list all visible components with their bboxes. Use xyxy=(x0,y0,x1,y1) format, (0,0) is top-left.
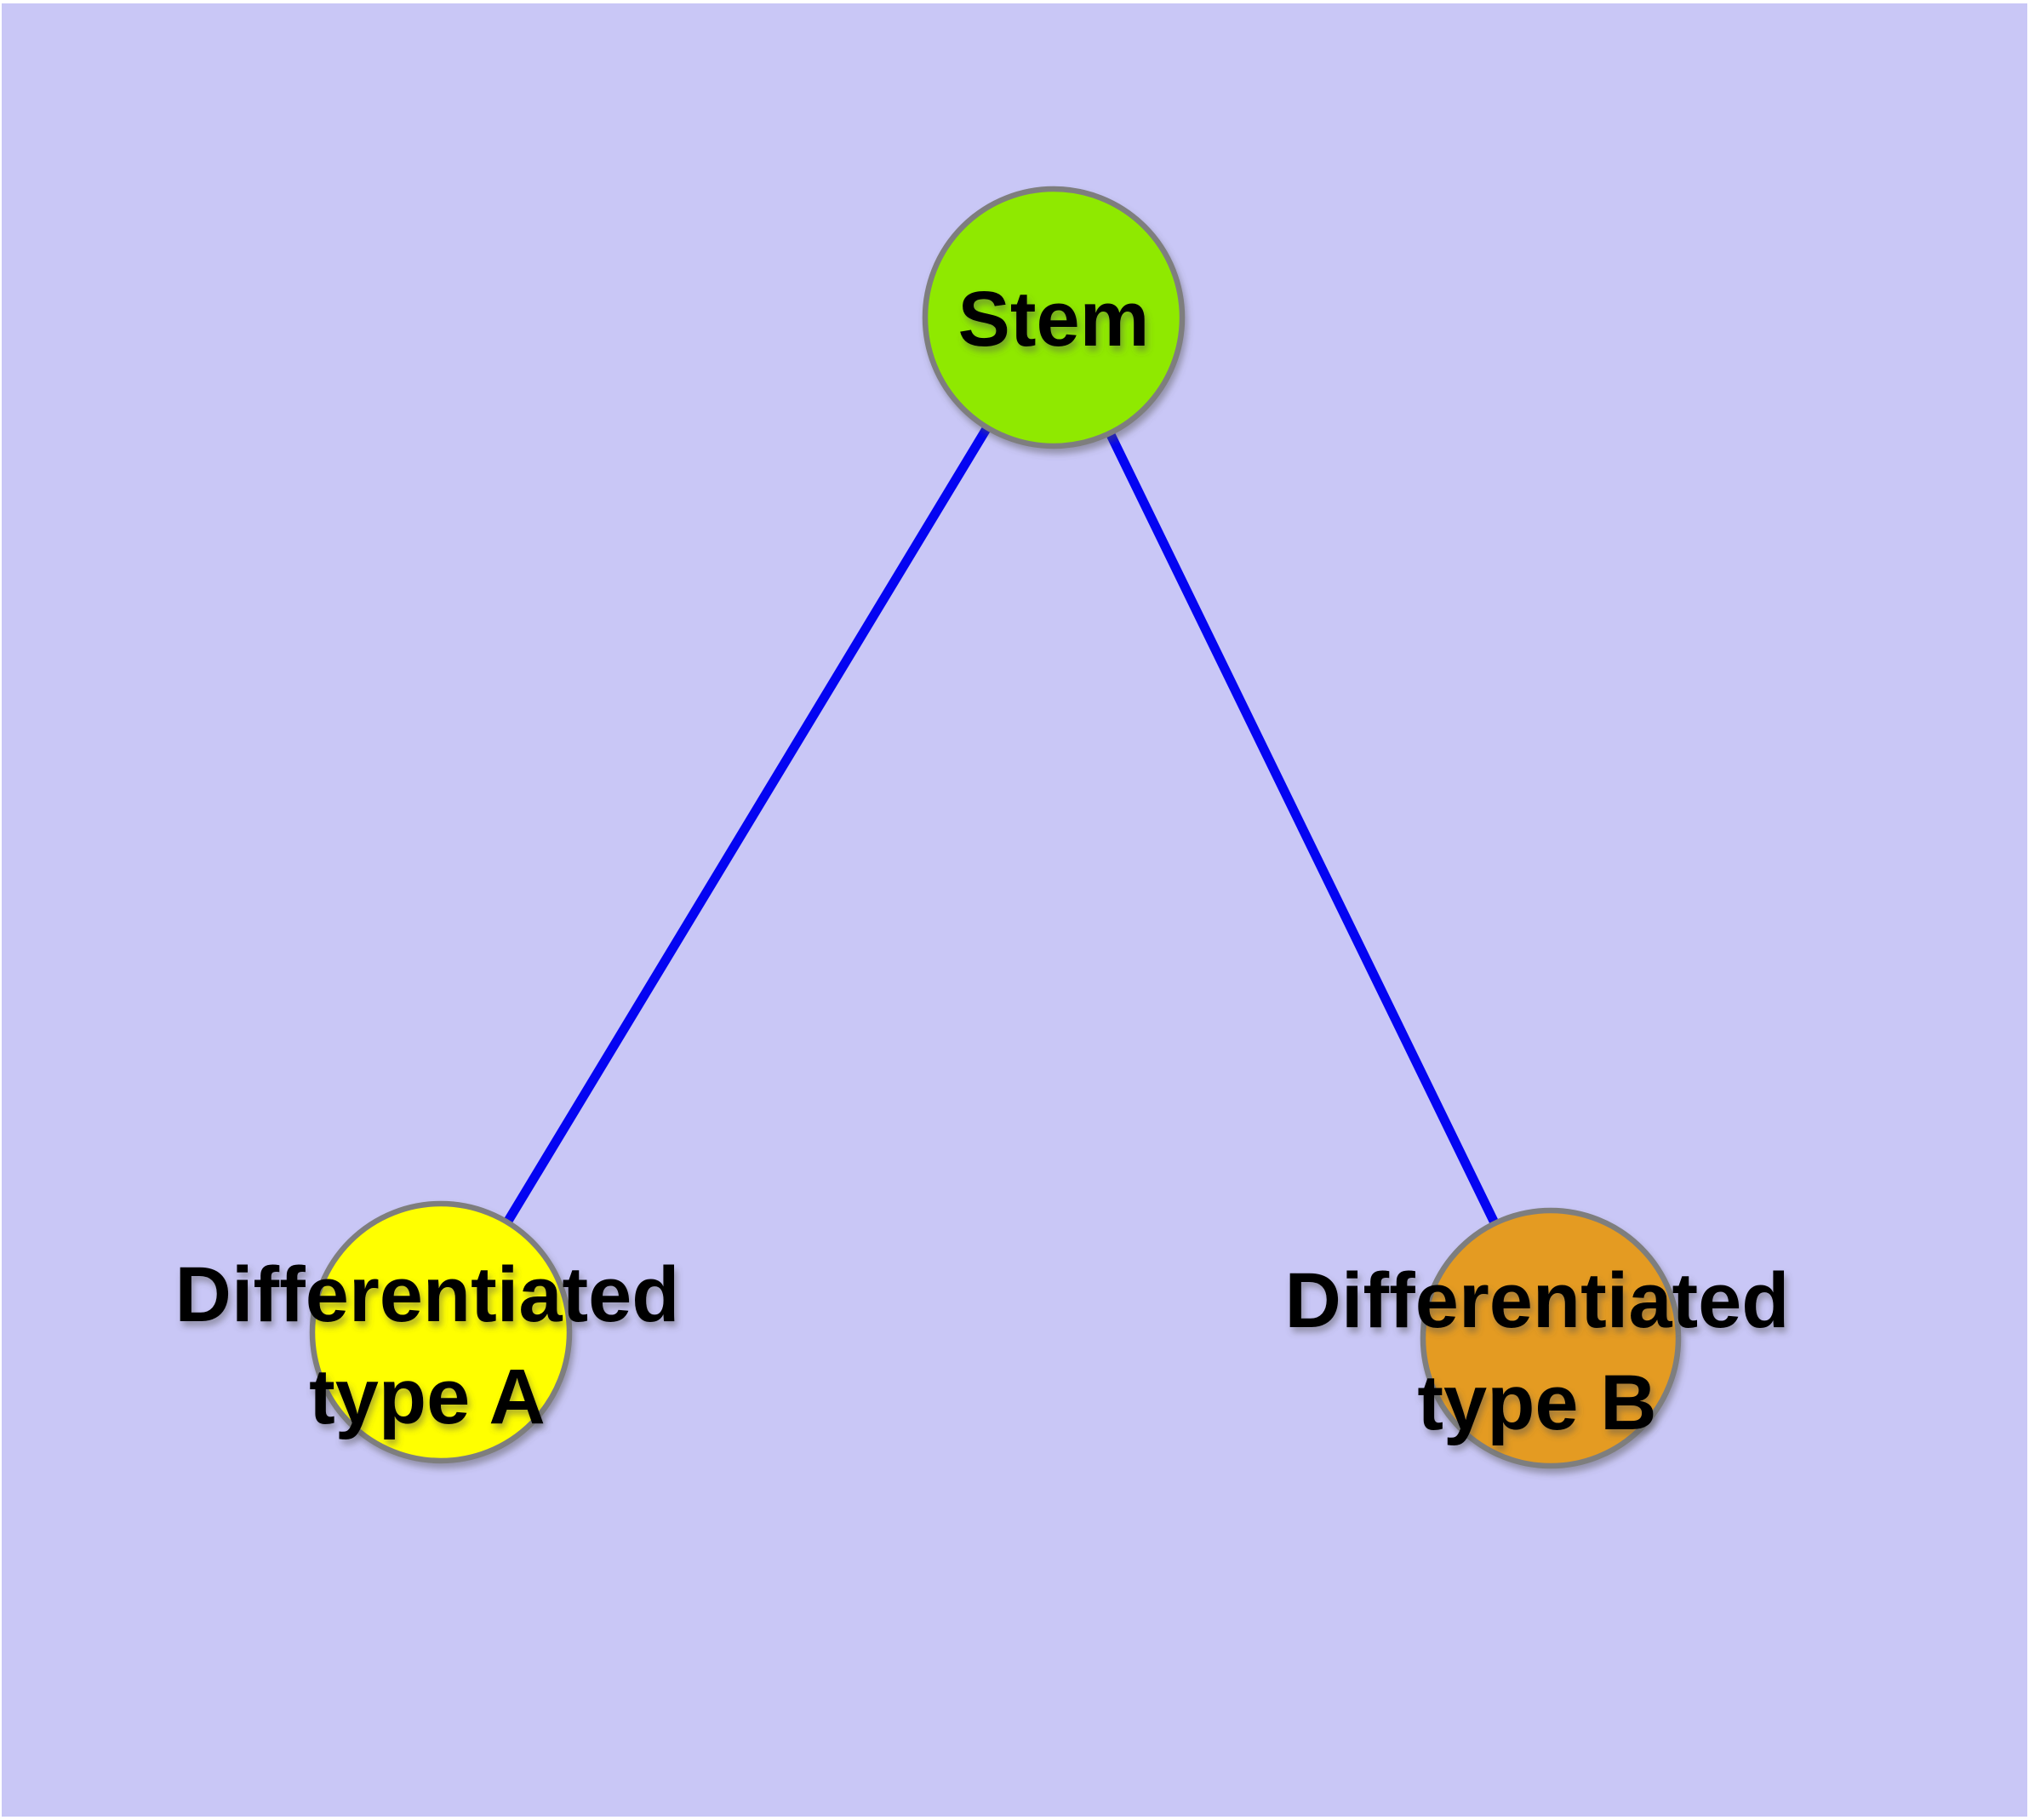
edge-stem-to-type-b xyxy=(1049,315,1555,1341)
node-label-line: type A xyxy=(309,1354,546,1440)
edge-stem-to-type-a xyxy=(437,315,1058,1335)
node-circle-stem xyxy=(922,186,1186,449)
node-label-type-b: Differentiated type B xyxy=(1285,1257,1790,1446)
node-label-line: Differentiated xyxy=(175,1251,680,1338)
node-label-line: Stem xyxy=(958,276,1150,363)
edges-layer xyxy=(437,315,1555,1341)
node-circle-type-b xyxy=(1420,1207,1682,1469)
nodes-layer xyxy=(309,186,1682,1469)
node-label-line: Differentiated xyxy=(1285,1257,1790,1344)
node-label-stem: Stem xyxy=(958,276,1150,363)
node-label-line: type B xyxy=(1417,1359,1656,1446)
node-circle-type-a xyxy=(309,1200,573,1464)
node-label-type-a: Differentiated type A xyxy=(175,1251,680,1440)
